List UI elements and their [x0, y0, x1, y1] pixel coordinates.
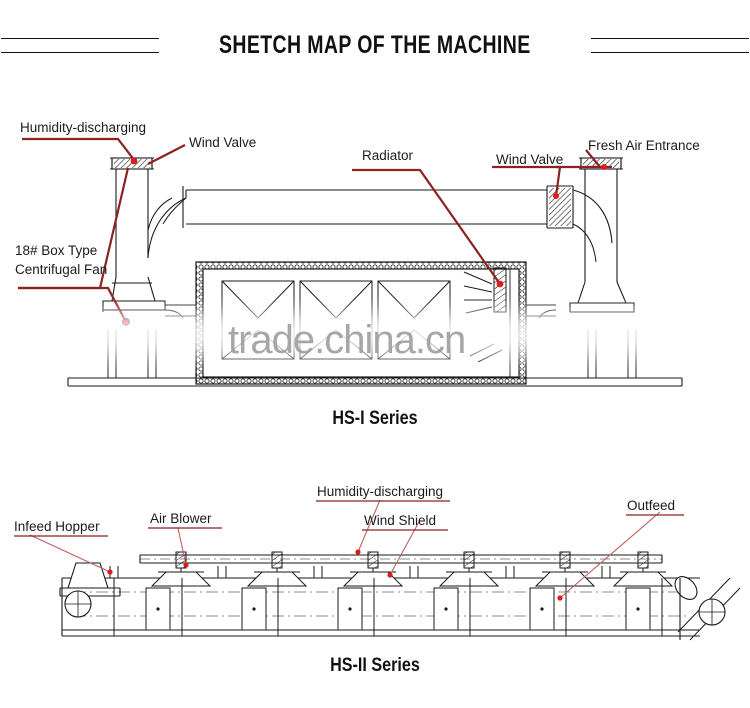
label-centrifugal-fan-line2: Centrifugal Fan	[15, 262, 108, 277]
label-humidity-discharging-2: Humidity-discharging	[317, 484, 444, 499]
watermark: trade.china.cn	[228, 318, 466, 362]
label-fresh-air-entrance: Fresh Air Entrance	[588, 138, 700, 153]
page-title-bar: SHETCH MAP OF THE MACHINE	[0, 22, 750, 68]
label-air-blower: Air Blower	[150, 511, 212, 526]
label-centrifugal-fan-line1: 18# Box Type	[15, 243, 98, 258]
title-rule-left	[1, 36, 160, 54]
caption-hs-i: HS-I Series	[332, 408, 418, 429]
title-rule-right	[590, 36, 749, 54]
label-wind-valve-right: Wind Valve	[496, 152, 564, 167]
label-humidity-discharging: Humidity-discharging	[20, 120, 147, 135]
label-outfeed: Outfeed	[627, 498, 676, 513]
label-wind-shield: Wind Shield	[364, 513, 437, 528]
label-radiator: Radiator	[362, 148, 414, 163]
label-infeed-hopper: Infeed Hopper	[14, 519, 100, 534]
caption-hs-ii: HS-II Series	[330, 655, 420, 676]
label-wind-valve-left: Wind Valve	[189, 135, 257, 150]
page-title: SHETCH MAP OF THE MACHINE	[219, 30, 531, 59]
